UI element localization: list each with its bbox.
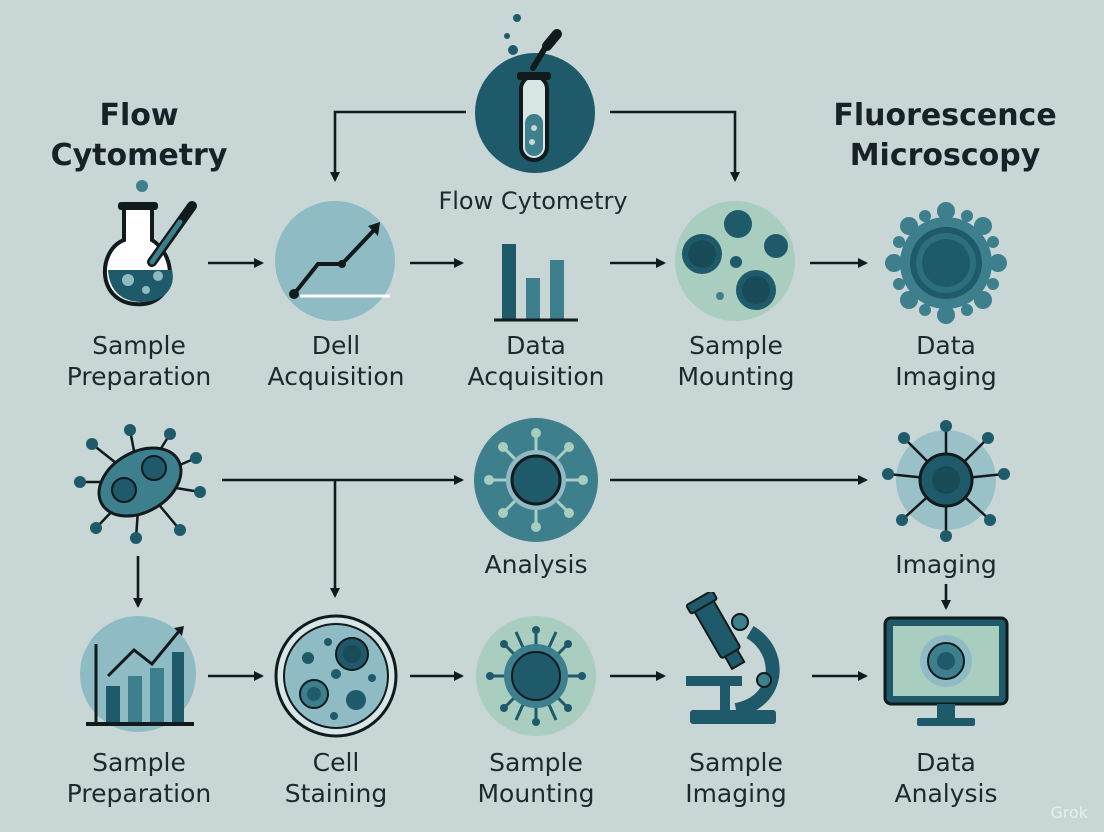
test-tube-dropper-icon bbox=[475, 14, 595, 173]
receptor-cell-icon bbox=[882, 420, 1010, 542]
arrow-tube-to-mounting bbox=[610, 110, 740, 182]
line-chart-icon bbox=[275, 201, 395, 321]
arrow-tube-to-dell bbox=[330, 110, 466, 182]
microscope-icon bbox=[685, 592, 780, 724]
virus-cell-icon bbox=[474, 418, 598, 542]
trend-chart-icon bbox=[80, 616, 196, 732]
flask-dropper-icon bbox=[102, 180, 197, 307]
label-analysis: Analysis bbox=[484, 550, 588, 579]
label-flow-cytometry: Flow Cytometry bbox=[438, 187, 628, 215]
spiky-cell-icon bbox=[885, 202, 1007, 324]
virus-cell-small-icon bbox=[476, 616, 596, 736]
bar-chart-icon bbox=[494, 244, 578, 322]
monitor-cell-icon bbox=[883, 616, 1009, 726]
petri-dish-icon bbox=[274, 614, 398, 738]
cells-dish-icon bbox=[675, 201, 795, 321]
label-imaging: Imaging bbox=[895, 550, 997, 579]
watermark: Grok bbox=[1050, 803, 1088, 822]
bacterium-icon bbox=[74, 424, 206, 544]
